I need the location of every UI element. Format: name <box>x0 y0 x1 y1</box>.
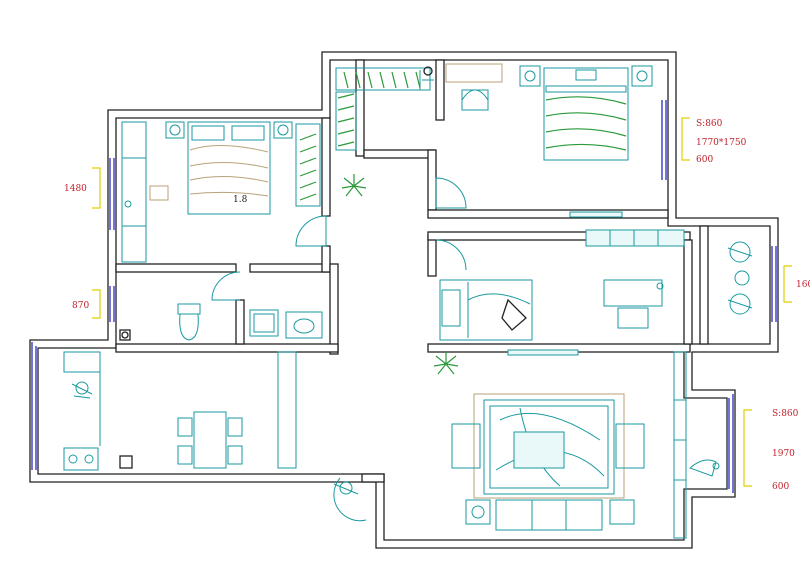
plant-icon <box>341 174 367 197</box>
interior-walls <box>115 59 709 483</box>
rug <box>473 393 625 499</box>
toilet-icon <box>177 303 201 341</box>
stove-icon <box>63 447 99 471</box>
single-bed <box>439 279 533 341</box>
dimension-right-bottom-1: S:860 <box>772 409 799 419</box>
plants <box>341 174 459 375</box>
windows <box>31 100 777 493</box>
dimension-right-top-3: 600 <box>696 155 713 165</box>
dimension-right-mid: 160 <box>796 280 810 290</box>
chair-icon <box>461 89 489 111</box>
dimensions: 1480 870 S:860 1770*1750 600 160 S:860 1… <box>64 117 810 492</box>
dimension-right-bottom-3: 600 <box>772 482 789 492</box>
desk-chair <box>617 307 649 329</box>
bed-top-right <box>543 67 629 161</box>
bedroom-top-left: 1.8 <box>121 121 321 263</box>
doors <box>211 70 467 522</box>
balcony-chairs <box>727 241 753 315</box>
dimension-right-top-2: 1770*1750 <box>696 138 747 148</box>
bathroom <box>119 303 323 341</box>
bed-1-8: 1.8 <box>187 121 271 215</box>
plant-icon <box>433 352 459 375</box>
dimension-right-top-1: S:860 <box>696 119 723 129</box>
outer-walls <box>29 51 779 549</box>
sink-icon <box>285 311 323 339</box>
kitchen <box>63 351 101 471</box>
living-room <box>333 351 720 539</box>
wardrobe-left <box>295 123 321 207</box>
middle-room <box>439 229 753 341</box>
bed-size-label: 1.8 <box>233 195 248 205</box>
sofa-main <box>495 499 603 531</box>
balcony-decor <box>689 459 720 477</box>
dimension-right-bottom-2: 1970 <box>772 449 795 459</box>
dimension-left-top: 1480 <box>64 184 87 194</box>
dining-area <box>119 351 297 469</box>
dimension-left-mid: 870 <box>72 301 89 311</box>
walk-in-closet <box>335 66 433 151</box>
bedroom-top-right <box>445 63 653 161</box>
person-icon-entry <box>333 481 359 495</box>
person-icon <box>71 381 93 399</box>
